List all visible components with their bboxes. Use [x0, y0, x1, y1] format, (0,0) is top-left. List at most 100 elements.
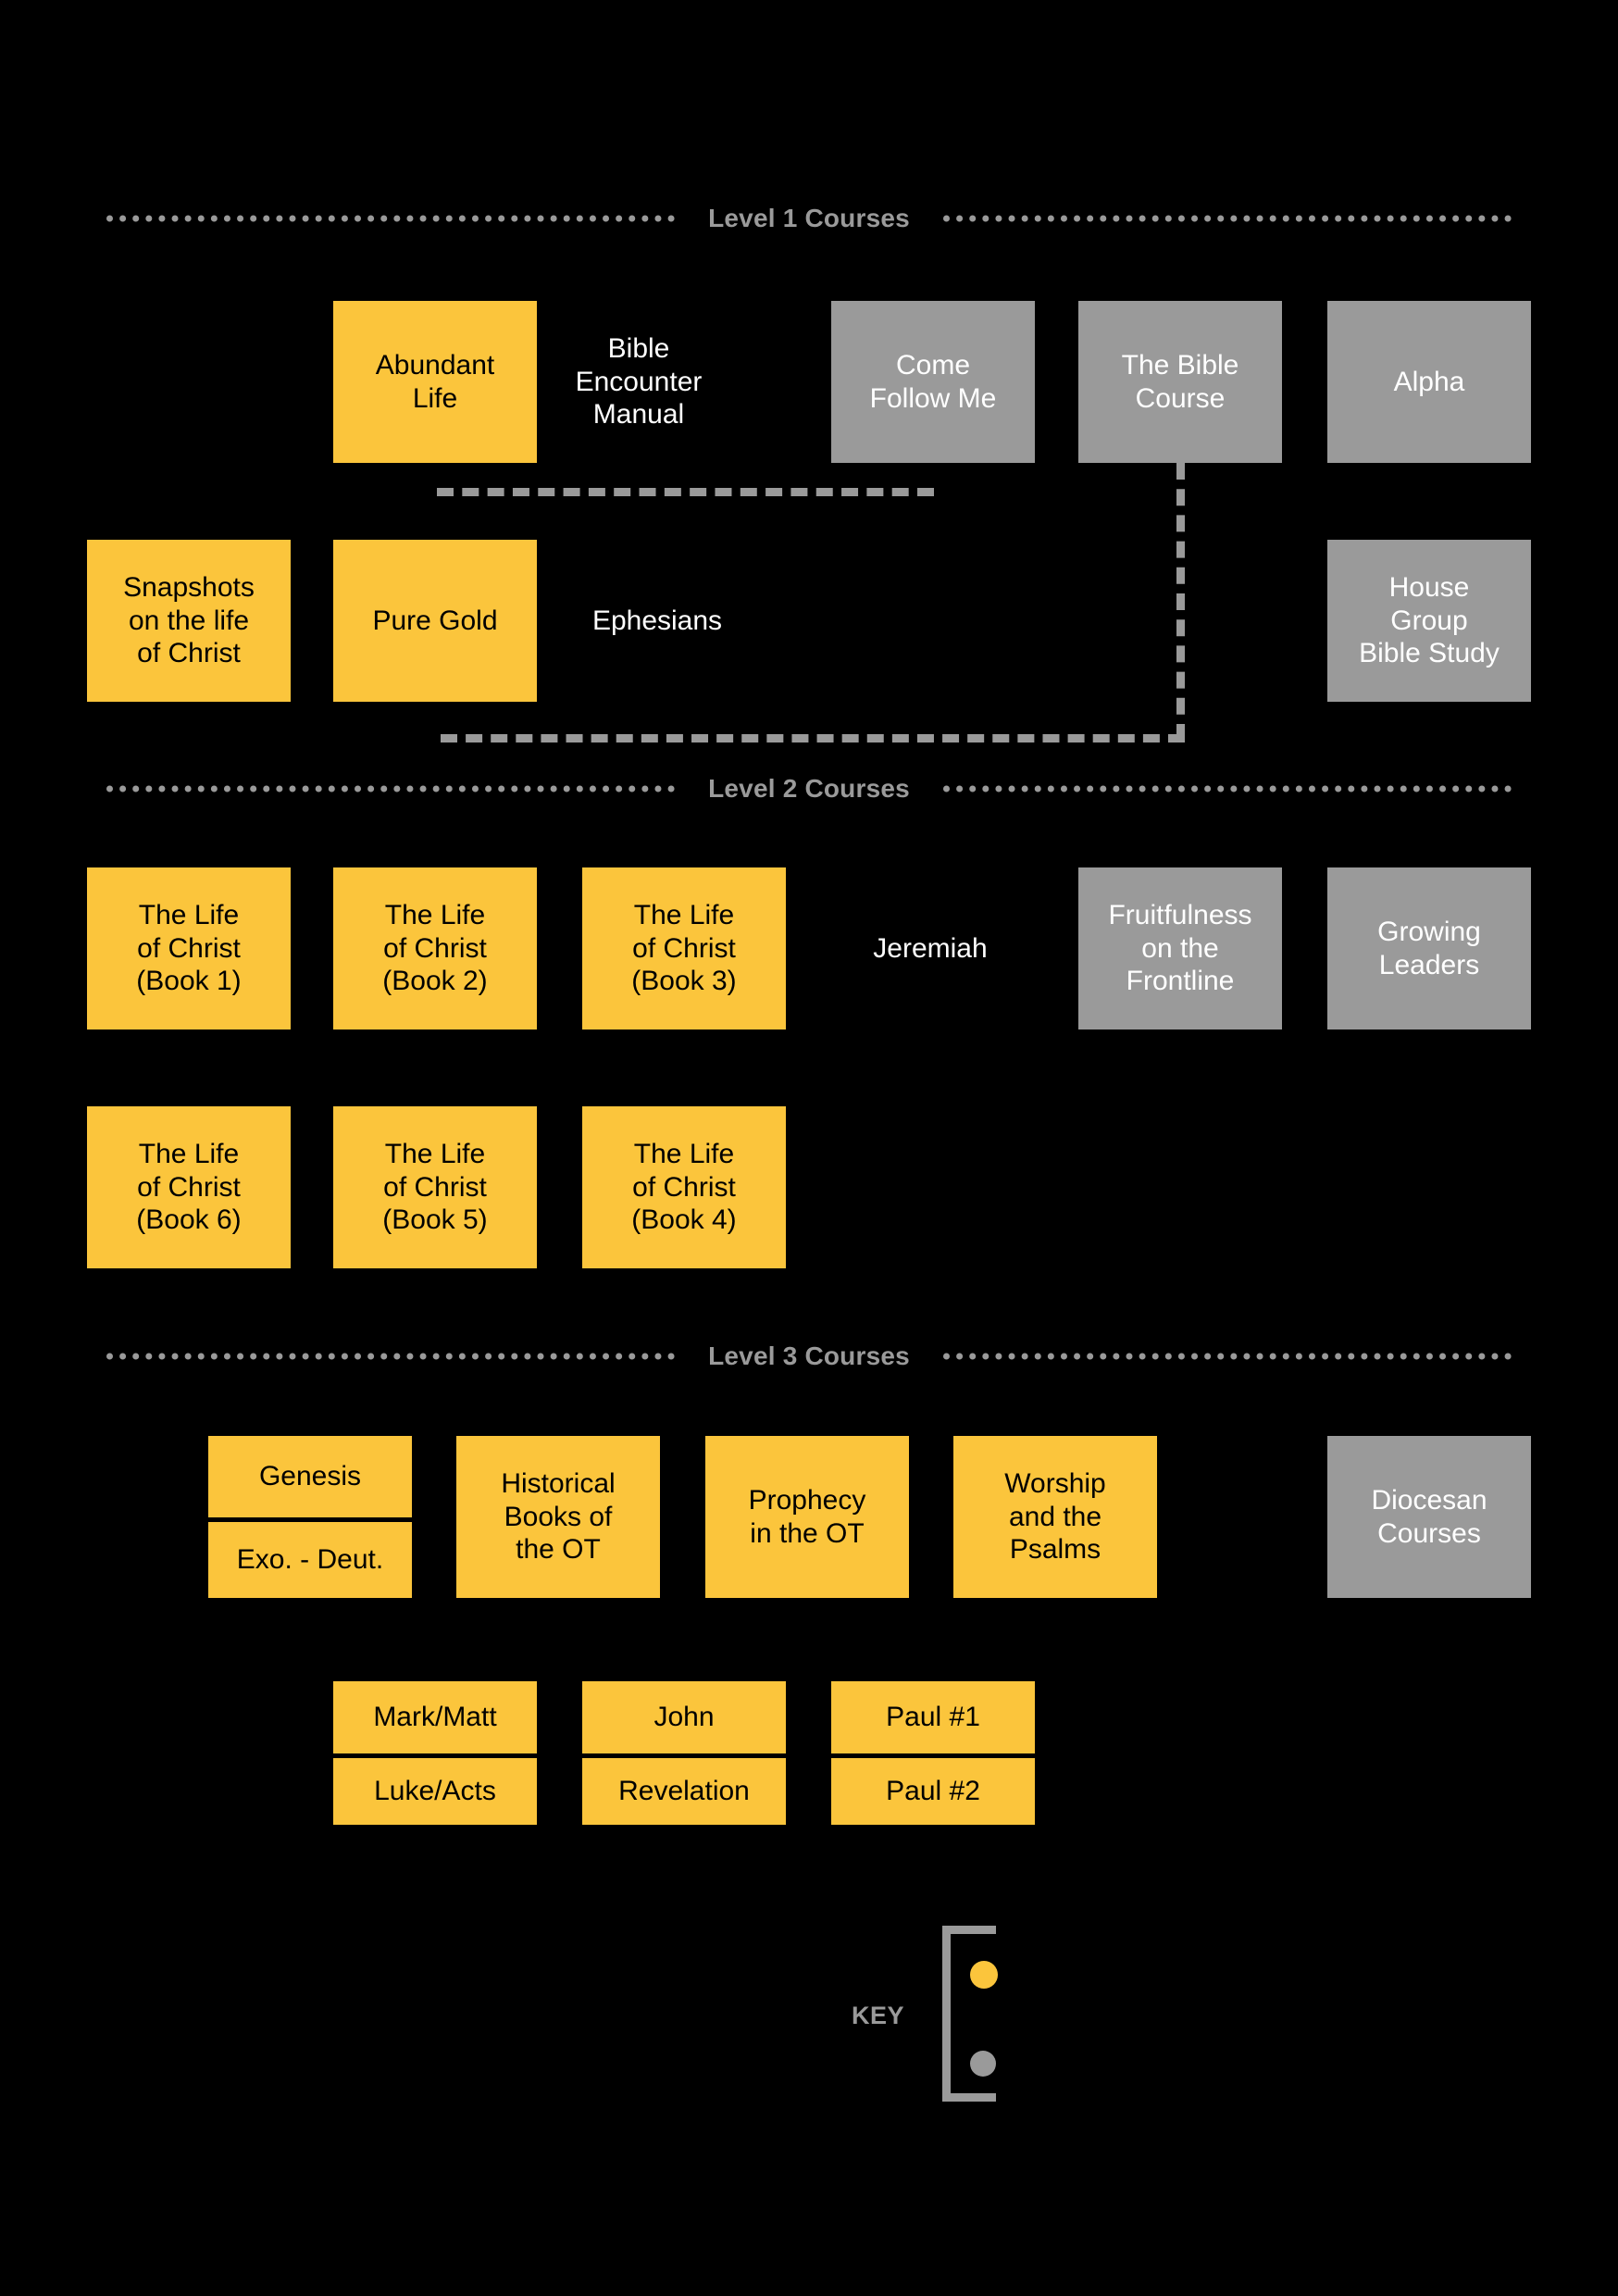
course-label-line: The Life — [138, 900, 240, 931]
course-life-of-christ-book-1[interactable]: The Life of Christ (Book 1) — [87, 867, 291, 1029]
course-label-bottom: Exo. - Deut. — [208, 1516, 412, 1599]
course-label-line: Psalms — [1009, 1534, 1101, 1566]
course-label-line: Abundant — [375, 350, 495, 381]
course-label-line: on the life — [128, 605, 250, 636]
course-label-line: and the — [1008, 1501, 1102, 1532]
course-label-line: Growing — [1377, 917, 1481, 948]
course-prophecy-in-the-ot[interactable]: Prophecy in the OT — [705, 1436, 909, 1598]
course-alpha[interactable]: Alpha — [1327, 301, 1531, 463]
connector-dashed-horizontal-lower — [441, 734, 1185, 742]
course-label-line: Snapshots — [123, 572, 255, 604]
course-label-line: Follow Me — [869, 382, 997, 414]
course-label-line: Bible Study — [1359, 638, 1500, 669]
course-label-line: of Christ — [137, 1171, 241, 1203]
course-label-line: Courses — [1377, 1517, 1481, 1549]
course-snapshots-on-the-life-of-christ[interactable]: Snapshots on the life of Christ — [87, 540, 291, 702]
course-label-line: Encounter — [575, 366, 703, 397]
dotted-rule-left — [106, 1338, 688, 1375]
course-ephesians[interactable]: Ephesians — [537, 540, 778, 702]
course-label-line: (Book 3) — [631, 966, 737, 997]
course-john-revelation[interactable]: John Revelation — [582, 1681, 786, 1825]
course-label-line: Manual — [592, 399, 685, 430]
course-label-line: Come — [895, 350, 971, 381]
course-label-line: Historical — [501, 1468, 616, 1500]
course-label-line: (Book 6) — [136, 1204, 242, 1236]
course-label-top: Genesis — [258, 1461, 362, 1492]
dotted-rule-right — [930, 1338, 1512, 1375]
key-label: KEY — [852, 2002, 905, 2029]
course-label-line: Course — [1135, 382, 1226, 414]
course-label-bottom: Paul #2 — [831, 1753, 1035, 1826]
course-label-line: on the — [1141, 932, 1219, 964]
course-label-line: The Life — [384, 1139, 486, 1170]
course-label-line: The Bible — [1121, 350, 1239, 381]
course-label-top: John — [653, 1702, 715, 1733]
level-2-divider: Level 2 Courses — [0, 770, 1618, 807]
course-label-line: the OT — [516, 1534, 601, 1566]
course-label-line: Pure Gold — [372, 605, 498, 636]
course-label-line: Jeremiah — [873, 932, 988, 964]
course-label-line: Group — [1390, 605, 1468, 636]
course-label-line: Alpha — [1393, 366, 1465, 397]
course-abundant-life[interactable]: Abundant Life — [333, 301, 537, 463]
course-label-line: Ephesians — [591, 605, 723, 636]
course-label-line: of Christ — [383, 1171, 487, 1203]
course-label-line: Leaders — [1378, 949, 1480, 980]
course-the-bible-course[interactable]: The Bible Course — [1078, 301, 1282, 463]
course-label-line: The Life — [633, 1139, 735, 1170]
dotted-rule-left — [106, 770, 688, 807]
course-label-line: Bible — [607, 333, 670, 365]
course-genesis-exodus-deuteronomy[interactable]: Genesis Exo. - Deut. — [208, 1436, 412, 1598]
key-swatch-gray — [970, 2051, 996, 2077]
course-life-of-christ-book-5[interactable]: The Life of Christ (Book 5) — [333, 1106, 537, 1268]
level-3-label: Level 3 Courses — [708, 1341, 910, 1370]
course-label-line: of Christ — [632, 932, 736, 964]
course-fruitfulness-on-the-frontline[interactable]: Fruitfulness on the Frontline — [1078, 867, 1282, 1029]
dotted-rule-right — [930, 200, 1512, 237]
course-label-bottom: Luke/Acts — [333, 1753, 537, 1826]
course-life-of-christ-book-4[interactable]: The Life of Christ (Book 4) — [582, 1106, 786, 1268]
course-label-line: (Book 2) — [382, 966, 488, 997]
key-swatch-yellow — [970, 1961, 998, 1989]
course-label-line: of Christ — [632, 1171, 736, 1203]
course-jeremiah[interactable]: Jeremiah — [828, 867, 1032, 1029]
dotted-rule-right — [930, 770, 1512, 807]
course-house-group-bible-study[interactable]: House Group Bible Study — [1327, 540, 1531, 702]
level-2-label: Level 2 Courses — [708, 774, 910, 803]
course-paul-1-paul-2[interactable]: Paul #1 Paul #2 — [831, 1681, 1035, 1825]
course-bible-encounter-manual[interactable]: Bible Encounter Manual — [537, 301, 741, 463]
course-mark-matt-luke-acts[interactable]: Mark/Matt Luke/Acts — [333, 1681, 537, 1825]
course-historical-books-of-the-ot[interactable]: Historical Books of the OT — [456, 1436, 660, 1598]
key-bracket — [942, 1926, 996, 2102]
dotted-rule-left — [106, 200, 688, 237]
course-label-line: Life — [412, 382, 458, 414]
course-life-of-christ-book-2[interactable]: The Life of Christ (Book 2) — [333, 867, 537, 1029]
course-label-line: Frontline — [1126, 966, 1235, 997]
course-label-line: (Book 4) — [631, 1204, 737, 1236]
connector-dashed-vertical — [1176, 463, 1185, 741]
level-1-label: Level 1 Courses — [708, 204, 910, 232]
course-label-top: Mark/Matt — [373, 1702, 497, 1733]
course-label-line: in the OT — [750, 1517, 865, 1549]
course-label-line: Diocesan — [1371, 1485, 1487, 1516]
course-diocesan-courses[interactable]: Diocesan Courses — [1327, 1436, 1531, 1598]
course-label-line: of Christ — [137, 932, 241, 964]
course-label-line: (Book 5) — [382, 1204, 488, 1236]
course-life-of-christ-book-3[interactable]: The Life of Christ (Book 3) — [582, 867, 786, 1029]
course-pure-gold[interactable]: Pure Gold — [333, 540, 537, 702]
course-label-line: Worship — [1004, 1468, 1106, 1500]
course-growing-leaders[interactable]: Growing Leaders — [1327, 867, 1531, 1029]
level-1-divider: Level 1 Courses — [0, 200, 1618, 237]
course-life-of-christ-book-6[interactable]: The Life of Christ (Book 6) — [87, 1106, 291, 1268]
course-label-line: The Life — [138, 1139, 240, 1170]
course-label-line: The Life — [633, 900, 735, 931]
course-label-line: House — [1388, 572, 1470, 604]
level-3-divider: Level 3 Courses — [0, 1338, 1618, 1375]
key-legend: KEY — [852, 1926, 1092, 2111]
course-label-line: The Life — [384, 900, 486, 931]
course-come-follow-me[interactable]: Come Follow Me — [831, 301, 1035, 463]
course-label-line: of Christ — [383, 932, 487, 964]
course-label-line: Fruitfulness — [1108, 900, 1252, 931]
course-worship-and-the-psalms[interactable]: Worship and the Psalms — [953, 1436, 1157, 1598]
course-label-line: Books of — [504, 1501, 613, 1532]
